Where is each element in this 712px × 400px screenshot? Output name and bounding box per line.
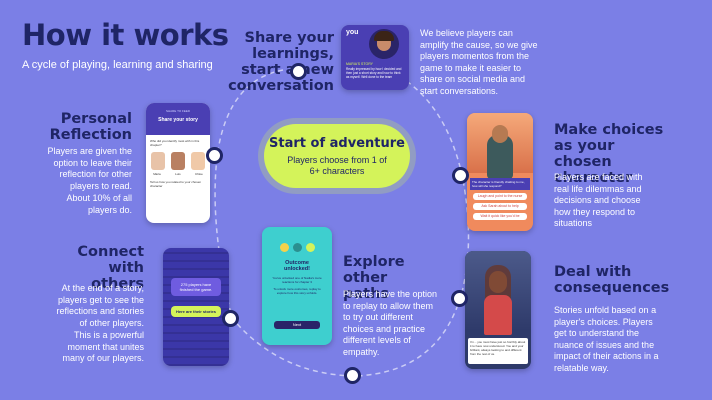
share-card: you MARIA'S STORY Really impressed by ho… bbox=[341, 25, 409, 90]
start-subtitle: Players choose from 1 of 6+ characters bbox=[287, 155, 387, 176]
outcome-icons bbox=[262, 243, 332, 252]
choices-body: Players are faced with real life dilemma… bbox=[554, 172, 643, 228]
reflection-card-prompt: Tell us how you related to your chosen c… bbox=[150, 180, 202, 188]
reflection-heading: Personal Reflection bbox=[49, 111, 132, 143]
character-figure bbox=[484, 295, 512, 335]
choice-option-1[interactable]: Laugh and point to the nurse bbox=[473, 193, 527, 200]
share-card-caption: MARIA'S STORY bbox=[346, 62, 373, 66]
explore-heading: Explore other paths bbox=[343, 254, 405, 302]
cycle-dot-consequences bbox=[451, 290, 468, 307]
cycle-dot-choices bbox=[452, 167, 469, 184]
page-title: How it works bbox=[22, 18, 229, 52]
choices-card: The character is friendly chatting to me… bbox=[467, 113, 533, 231]
explore-next-button[interactable]: Next bbox=[274, 321, 320, 329]
choice-option-3[interactable]: Wait it quick like you'd be bbox=[473, 213, 527, 220]
cycle-dot-connect bbox=[222, 310, 239, 327]
reflection-card-question: Who did you identify most with in this c… bbox=[150, 139, 200, 147]
explore-card-body: You've unlocked one of Nadia's more reac… bbox=[272, 276, 322, 284]
consequences-card: I'm... you must have just so horribly ab… bbox=[465, 251, 531, 369]
start-of-adventure-blob: Start of adventure Players choose from 1… bbox=[264, 124, 410, 188]
share-body: We believe players can amplify the cause… bbox=[420, 28, 538, 96]
reflection-card: SHARE TO FEED Share your story Who did y… bbox=[146, 103, 210, 223]
connect-stories-button[interactable]: Here are their stories bbox=[171, 306, 221, 317]
consequences-heading: Deal with consequences bbox=[554, 264, 670, 296]
reflection-avatar-2[interactable] bbox=[171, 152, 185, 170]
reflection-name-1: Maria bbox=[153, 172, 161, 176]
explore-body: Players have the option to replay to all… bbox=[343, 289, 438, 357]
reflection-card-title: Share your story bbox=[158, 117, 198, 123]
explore-card-title: Outcome unlocked! bbox=[284, 260, 310, 272]
consequences-body: Stories unfold based on a player's choic… bbox=[554, 305, 659, 373]
avatar bbox=[369, 29, 399, 59]
connect-body: At the end of a story, players get to se… bbox=[56, 283, 144, 328]
reflection-name-3: Chloe bbox=[194, 172, 203, 176]
reflection-card-top: SHARE TO FEED bbox=[165, 109, 191, 113]
page-subtitle: A cycle of playing, learning and sharing bbox=[22, 59, 213, 71]
reflection-stat: About 10% of all players do. bbox=[66, 193, 132, 215]
reflection-avatar-3[interactable] bbox=[191, 152, 205, 170]
connect-heading: Connect with others bbox=[77, 244, 144, 292]
choice-option-2[interactable]: Ask Sarah about to help bbox=[473, 203, 527, 210]
reflection-avatar-1[interactable] bbox=[151, 152, 165, 170]
explore-card-body-2: To unlock more outcomes, replay to explo… bbox=[273, 287, 321, 295]
connect-bubble: 275 players have finished the game. bbox=[171, 278, 221, 296]
connect-card: 275 players have finished the game. Here… bbox=[163, 248, 229, 366]
start-title: Start of adventure bbox=[269, 136, 405, 151]
cycle-dot-explore bbox=[344, 367, 361, 384]
cycle-dot-share bbox=[290, 63, 307, 80]
reflection-body: Players are given the option to leave th… bbox=[47, 146, 132, 191]
reflection-name-2: Luis bbox=[175, 172, 181, 176]
choices-heading: Make choices as your chosen character bbox=[554, 122, 664, 186]
consequences-card-text: I'm... you must have just so horribly ab… bbox=[468, 338, 528, 364]
cycle-dot-reflection bbox=[206, 147, 223, 164]
share-heading: Share your learnings, start a new conver… bbox=[228, 30, 334, 94]
choices-card-prompt: The character is friendly chatting to me… bbox=[470, 178, 530, 190]
explore-card: Outcome unlocked! You've unlocked one of… bbox=[262, 227, 332, 345]
share-card-logo: you bbox=[346, 29, 359, 36]
share-card-body: Really impressed by how I decided and th… bbox=[346, 67, 402, 79]
connect-body-2: This is a powerful moment that unites ma… bbox=[62, 330, 144, 363]
